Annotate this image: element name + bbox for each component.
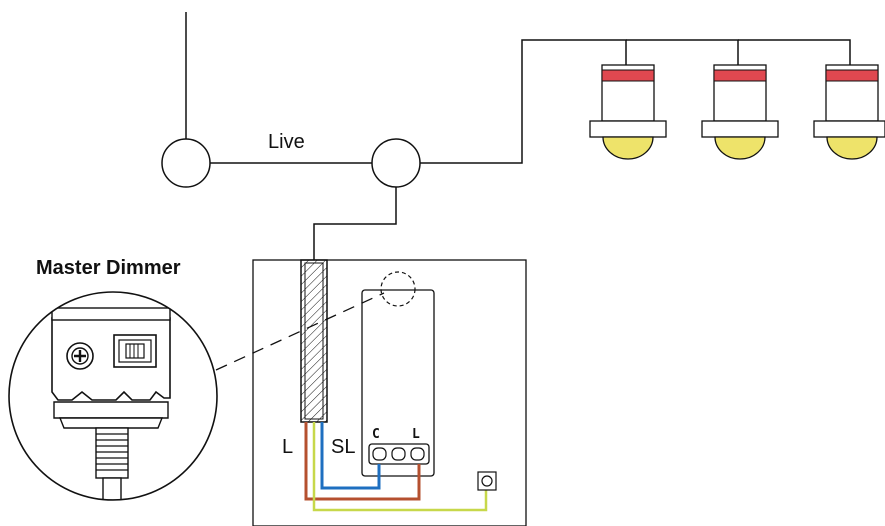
brown-live-wire: [304, 422, 421, 501]
zoom-circle: [8, 291, 218, 501]
lighting-circuit-wire: [626, 39, 739, 65]
live-label: Live: [268, 131, 305, 153]
lighting-circuit-wire: [738, 39, 851, 65]
terminal-sl-label: SL: [331, 436, 355, 458]
screw-icon: [66, 342, 94, 370]
junction-box-icon: [371, 138, 421, 188]
lighting-circuit-wire: [420, 39, 627, 164]
dimmer-terminals: [368, 443, 430, 465]
downlight-icon: [589, 64, 667, 160]
junction-box-icon: [161, 138, 211, 188]
dimmer-l-label: L: [412, 427, 420, 442]
blue-switched-live-wire: [320, 422, 381, 490]
highlight-circle: [380, 271, 416, 307]
dimmer-c-label: C: [372, 427, 380, 442]
switch-drop-wire: [313, 187, 397, 260]
master-dimmer-label: Master Dimmer: [36, 257, 181, 279]
earth-terminal-icon: [477, 471, 497, 491]
downlight-icon: [701, 64, 779, 160]
downlight-icon: [813, 64, 885, 160]
master-dimmer-detail: [9, 292, 217, 500]
zoom-leader-line: [215, 292, 385, 371]
earth-wire: [312, 422, 488, 512]
dimmer-module-icon: [361, 289, 435, 477]
terminal-l-label: L: [282, 436, 293, 458]
